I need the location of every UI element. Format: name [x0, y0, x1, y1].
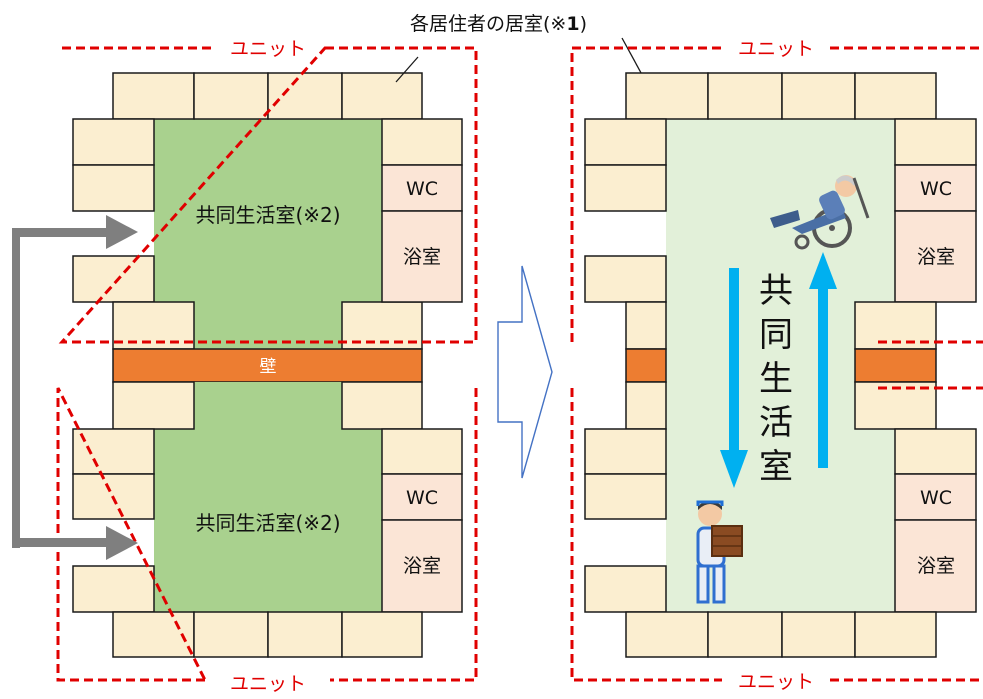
- common-room-area: [154, 382, 382, 612]
- vertical-char: 室: [759, 447, 793, 487]
- unit-label: ユニット: [738, 671, 814, 693]
- dividing-wall: [625, 348, 667, 383]
- resident-room: [707, 72, 783, 120]
- unit-boundary: [56, 387, 478, 682]
- dividing-wall: [854, 348, 937, 383]
- wheelchair-person-icon: [770, 175, 870, 250]
- wc-room: [381, 473, 463, 521]
- bath-label: 浴室: [403, 246, 441, 268]
- bath-room: [894, 210, 977, 303]
- resident-room: [707, 611, 783, 658]
- resident-room: [341, 611, 423, 658]
- resident-room: [267, 611, 343, 658]
- unit-label: ユニット: [738, 38, 814, 60]
- before-layout: 共同生活室(※2) WC 浴室 ユニット 壁 共同生活室(※2) WC: [12, 38, 478, 695]
- dividing-wall: [112, 348, 423, 383]
- vertical-char: 活: [759, 403, 793, 443]
- resident-room: [72, 565, 155, 613]
- vertical-char: 共: [759, 271, 793, 311]
- resident-room: [72, 118, 155, 166]
- bath-label: 浴室: [403, 555, 441, 577]
- resident-room: [584, 428, 667, 475]
- resident-room: [72, 428, 155, 475]
- bath-label: 浴室: [917, 555, 955, 577]
- common-room-label: 共同生活室(※2): [195, 203, 340, 227]
- resident-room: [894, 118, 977, 166]
- resident-room: [625, 381, 667, 430]
- vertical-char: 同: [759, 315, 793, 355]
- resident-room: [112, 381, 195, 430]
- resident-room: [781, 72, 856, 120]
- resident-room: [625, 301, 667, 350]
- resident-room-callout: 各居住者の居室(※1): [410, 13, 587, 35]
- resident-room: [584, 565, 667, 613]
- resident-room: [625, 72, 709, 120]
- resident-room: [381, 428, 463, 475]
- resident-room: [341, 381, 423, 430]
- common-room-vertical-label: 共 同 生 活 室: [759, 271, 793, 487]
- resident-room: [584, 118, 667, 166]
- resident-room: [584, 473, 667, 520]
- resident-room: [112, 72, 195, 120]
- resident-room: [72, 164, 155, 212]
- robot-suit-worker-icon: [696, 500, 743, 604]
- resident-room: [193, 611, 269, 658]
- unit-boundary: [570, 388, 983, 682]
- resident-room: [112, 301, 195, 350]
- wc-label: WC: [920, 178, 952, 200]
- common-room-label: 共同生活室(※2): [195, 511, 340, 535]
- wall-label: 壁: [260, 357, 277, 377]
- resident-room: [381, 118, 463, 166]
- unit-label: ユニット: [230, 38, 306, 60]
- after-layout: WC 浴室 WC 浴室 共 同 生 活 室: [570, 38, 983, 693]
- resident-room: [781, 611, 856, 658]
- callout-leader: [395, 56, 419, 83]
- resident-room: [267, 72, 343, 120]
- resident-room: [584, 255, 667, 303]
- lower-unit: 共同生活室(※2) WC 浴室 ユニット: [56, 381, 478, 695]
- resident-room: [584, 164, 667, 212]
- resident-room: [193, 72, 269, 120]
- up-arrow-icon: [809, 252, 837, 468]
- wc-room: [894, 164, 977, 212]
- down-arrow-icon: [720, 268, 748, 488]
- resident-room: [625, 611, 709, 658]
- vertical-char: 生: [759, 359, 793, 399]
- link-arrow-icon: [12, 215, 138, 560]
- resident-room: [854, 381, 937, 430]
- resident-room: [854, 611, 937, 658]
- bath-room: [381, 210, 463, 303]
- resident-room: [72, 255, 155, 303]
- upper-unit: 共同生活室(※2) WC 浴室 ユニット: [58, 38, 478, 350]
- unit-boundary: [58, 46, 478, 344]
- resident-room: [894, 428, 977, 475]
- bath-label: 浴室: [917, 246, 955, 268]
- wc-label: WC: [406, 178, 438, 200]
- wc-label: WC: [920, 487, 952, 509]
- transition-arrow-icon: [497, 265, 553, 479]
- resident-room: [341, 72, 423, 120]
- wc-label: WC: [406, 487, 438, 509]
- unit-boundary: [570, 46, 983, 342]
- resident-room: [854, 72, 937, 120]
- unit-label: ユニット: [230, 673, 306, 695]
- bath-room: [894, 519, 977, 613]
